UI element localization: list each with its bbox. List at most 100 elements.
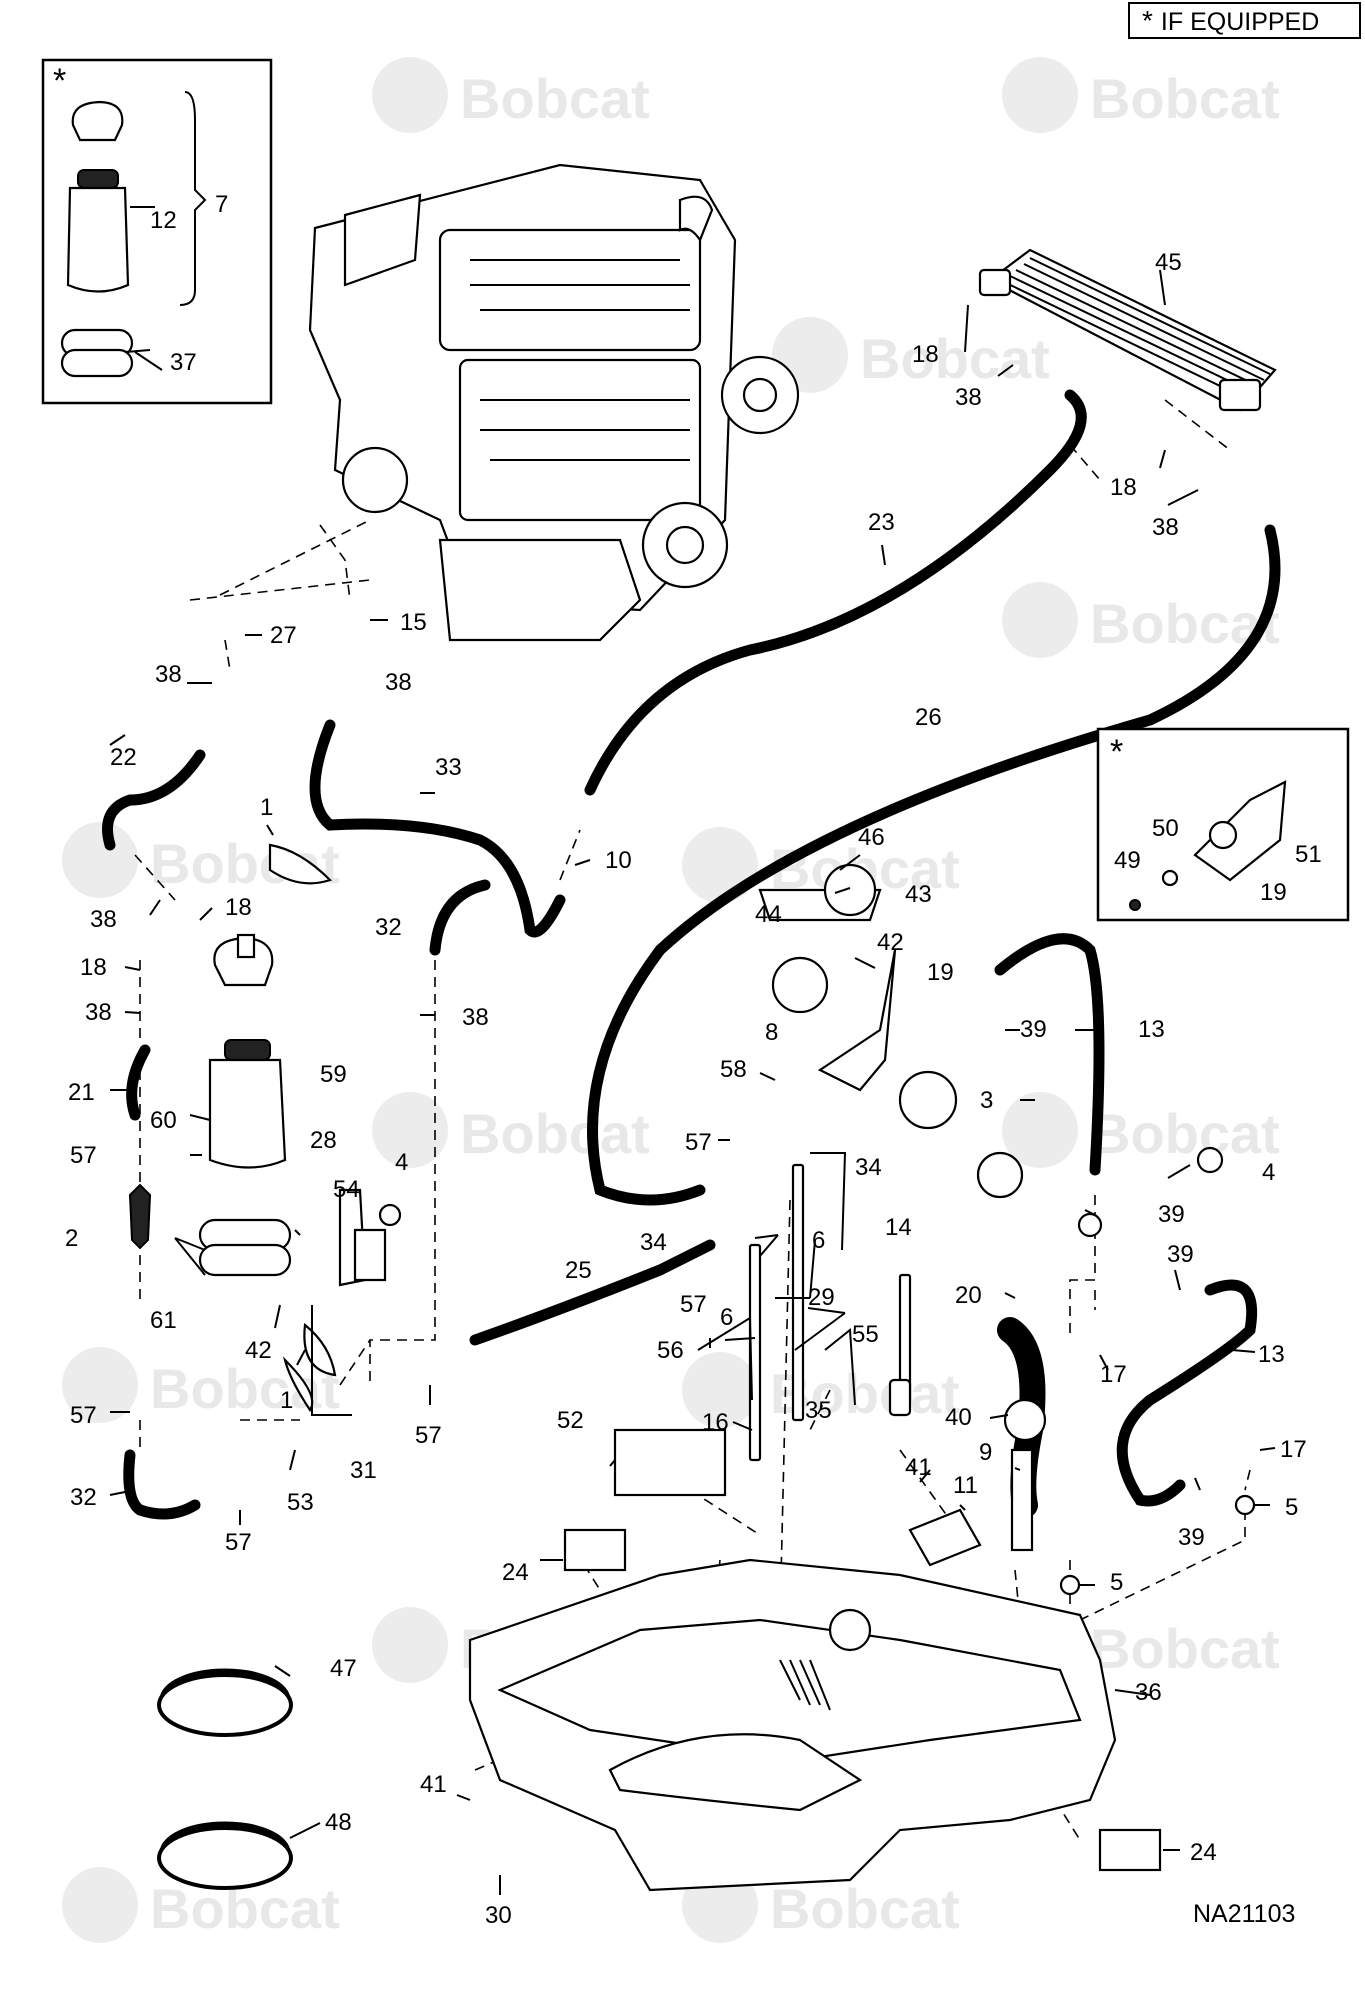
callout-52: 52	[557, 1407, 584, 1434]
watermark: Bobcat	[772, 317, 1050, 393]
callout-1-top: 1	[260, 794, 273, 821]
hose-13a	[994, 933, 1105, 1176]
callout-5-center: 5	[1110, 1569, 1123, 1596]
callout-27: 27	[270, 622, 297, 649]
callout-46: 46	[858, 824, 885, 851]
callout-11: 11	[953, 1472, 978, 1499]
hose-32a	[429, 879, 491, 956]
callout-6-bottom: 6	[720, 1304, 733, 1331]
callout-18-cooler-top: 18	[912, 341, 939, 368]
watermark: Bobcat	[1002, 582, 1280, 658]
callout-14: 14	[885, 1214, 912, 1241]
hose-23	[584, 389, 1087, 796]
inset-bracket-star: *	[1110, 733, 1123, 771]
callout-20: 20	[955, 1282, 982, 1309]
callout-38-cooler-top: 38	[955, 384, 982, 411]
watermark: Bobcat	[1002, 1092, 1280, 1168]
callout-38-left: 38	[155, 661, 182, 688]
svg-text:Bobcat: Bobcat	[460, 67, 650, 130]
watermark: Bobcat	[372, 57, 650, 133]
callout-38-center: 38	[385, 669, 412, 696]
hose-13b	[1116, 1279, 1258, 1507]
callout-39-top: 39	[1020, 1016, 1047, 1043]
callout-22: 22	[110, 744, 137, 771]
watermark: Bobcat	[62, 1347, 340, 1423]
callout-35: 35	[805, 1397, 832, 1424]
callout-43: 43	[905, 881, 932, 908]
callout-24-right: 24	[1190, 1839, 1217, 1866]
star-icon: *	[1142, 5, 1153, 36]
callout-15: 15	[400, 609, 427, 636]
callout-42-center: 42	[877, 929, 904, 956]
callout-57-left-bottom: 57	[70, 1402, 97, 1429]
callout-39-mid: 39	[1158, 1201, 1185, 1228]
watermark: Bobcat	[372, 1092, 650, 1168]
callout-57-tank-top: 57	[685, 1129, 712, 1156]
callout-32-bottom: 32	[70, 1484, 97, 1511]
callout-5-right: 5	[1285, 1494, 1298, 1521]
callout-53: 53	[287, 1489, 314, 1516]
callout-39-right: 39	[1167, 1241, 1194, 1268]
callout-61: 61	[150, 1307, 177, 1334]
callout-18-cooler-bottom: 18	[1110, 474, 1137, 501]
callout-57-bottom: 57	[225, 1529, 252, 1556]
callout-58: 58	[720, 1056, 747, 1083]
watermark: Bobcat	[1002, 57, 1280, 133]
callout-60: 60	[150, 1107, 177, 1134]
callout-37: 37	[170, 349, 197, 376]
callout-6-top: 6	[812, 1227, 825, 1254]
if-equipped-legend: *IF EQUIPPED	[1128, 2, 1361, 39]
svg-text:Bobcat: Bobcat	[770, 1877, 960, 1940]
callout-21: 21	[68, 1079, 95, 1106]
fuel-tank-illustration	[468, 1558, 1117, 1892]
hose-21	[126, 1044, 151, 1121]
callout-16: 16	[702, 1409, 729, 1436]
callout-34-top: 34	[855, 1154, 882, 1181]
callout-18-left: 18	[80, 954, 107, 981]
callout-49: 49	[1114, 847, 1141, 874]
callout-38-center-lower: 38	[462, 1004, 489, 1031]
callout-38-mid-left: 38	[90, 906, 117, 933]
callout-4-left: 4	[395, 1149, 408, 1176]
callout-38-cooler-bottom: 38	[1152, 514, 1179, 541]
callout-33: 33	[435, 754, 462, 781]
callout-4-right: 4	[1262, 1159, 1275, 1186]
callout-31: 31	[350, 1457, 377, 1484]
svg-text:Bobcat: Bobcat	[860, 327, 1050, 390]
svg-text:Bobcat: Bobcat	[1090, 67, 1280, 130]
leader-lines	[109, 206, 1276, 1895]
callout-9: 9	[979, 1439, 992, 1466]
engine-illustration	[308, 163, 800, 642]
callout-8: 8	[765, 1019, 778, 1046]
watermark: Bobcat	[62, 1867, 340, 1943]
hose-33	[309, 719, 566, 938]
callout-19-inset: 19	[1260, 879, 1287, 906]
callout-41-bottom: 41	[420, 1771, 447, 1798]
callout-2: 2	[65, 1225, 78, 1252]
callout-39-bottom: 39	[1178, 1524, 1205, 1551]
callout-17-right: 17	[1280, 1436, 1307, 1463]
inset-bracket-group: *	[1096, 727, 1350, 922]
callout-30: 30	[485, 1902, 512, 1929]
hose-32b	[123, 1449, 201, 1520]
callout-56: 56	[657, 1337, 684, 1364]
callout-54: 54	[333, 1176, 360, 1203]
svg-text:Bobcat: Bobcat	[1090, 1617, 1280, 1680]
hose-25	[469, 1239, 716, 1346]
callout-55: 55	[852, 1321, 879, 1348]
callout-59: 59	[320, 1061, 347, 1088]
fuel-cooler	[978, 248, 1277, 412]
callout-41-top: 41	[905, 1454, 932, 1481]
callout-24-left: 24	[502, 1559, 529, 1586]
callout-labels: 7 12 37 45 18 38 18 38 23 27 15 38 38 22…	[65, 191, 1322, 1929]
callout-34-left: 34	[640, 1229, 667, 1256]
callout-23: 23	[868, 509, 895, 536]
callout-10: 10	[605, 847, 632, 874]
svg-text:Bobcat: Bobcat	[460, 1102, 650, 1165]
callout-19: 19	[927, 959, 954, 986]
hose-22	[102, 749, 206, 851]
inset-star: *	[53, 62, 66, 100]
callout-29: 29	[808, 1284, 835, 1311]
callout-3: 3	[980, 1087, 993, 1114]
